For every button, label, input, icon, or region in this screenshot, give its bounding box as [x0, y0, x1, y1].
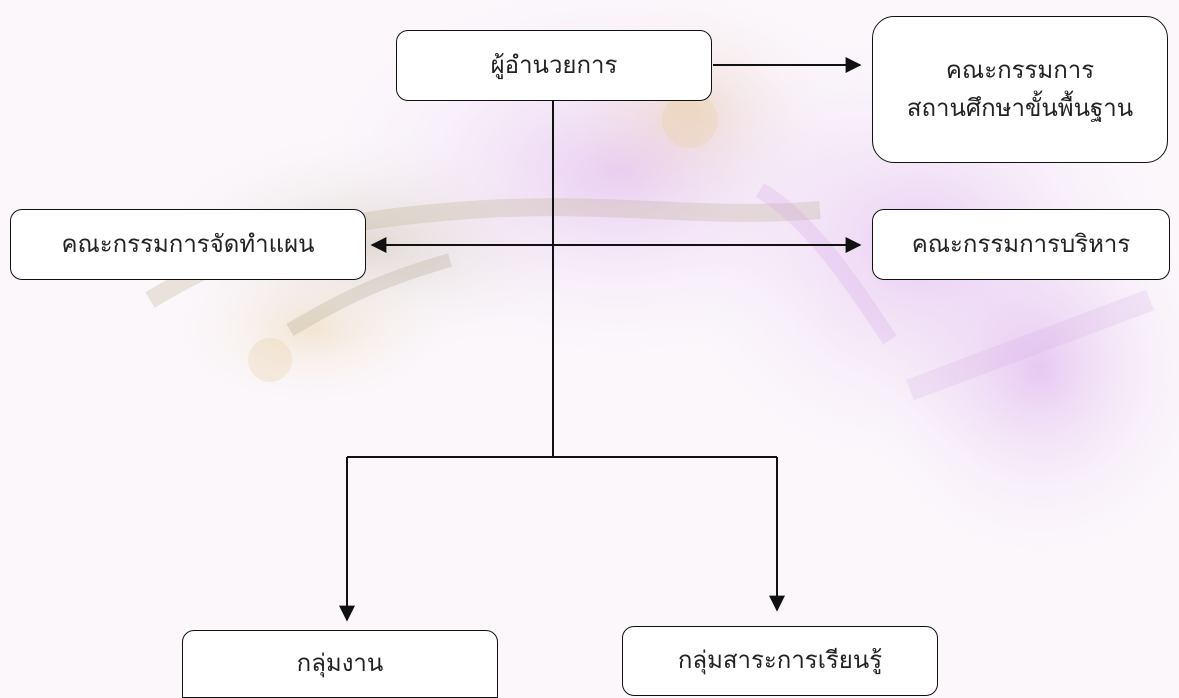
executive-committee-box: คณะกรรมการบริหาร — [872, 209, 1170, 280]
school-board-label-line-1: คณะกรรมการ — [945, 56, 1095, 85]
planning-committee-label: คณะกรรมการจัดทำแผน — [61, 229, 315, 258]
director-box: ผู้อำนวยการ — [396, 30, 712, 101]
work-groups-label: กลุ่มงาน — [296, 649, 384, 678]
learning-area-groups-box: กลุ่มสาระการเรียนรู้ — [622, 626, 938, 696]
school-board-box: คณะกรรมการ สถานศึกษาขั้นพื้นฐาน — [872, 16, 1168, 163]
planning-committee-box: คณะกรรมการจัดทำแผน — [10, 209, 366, 280]
work-groups-box: กลุ่มงาน — [182, 630, 498, 698]
school-board-label-line-2: สถานศึกษาขั้นพื้นฐาน — [906, 93, 1134, 122]
director-label: ผู้อำนวยการ — [490, 50, 618, 79]
executive-committee-label: คณะกรรมการบริหาร — [911, 229, 1131, 258]
learning-area-groups-label: กลุ่มสาระการเรียนรู้ — [677, 646, 883, 675]
